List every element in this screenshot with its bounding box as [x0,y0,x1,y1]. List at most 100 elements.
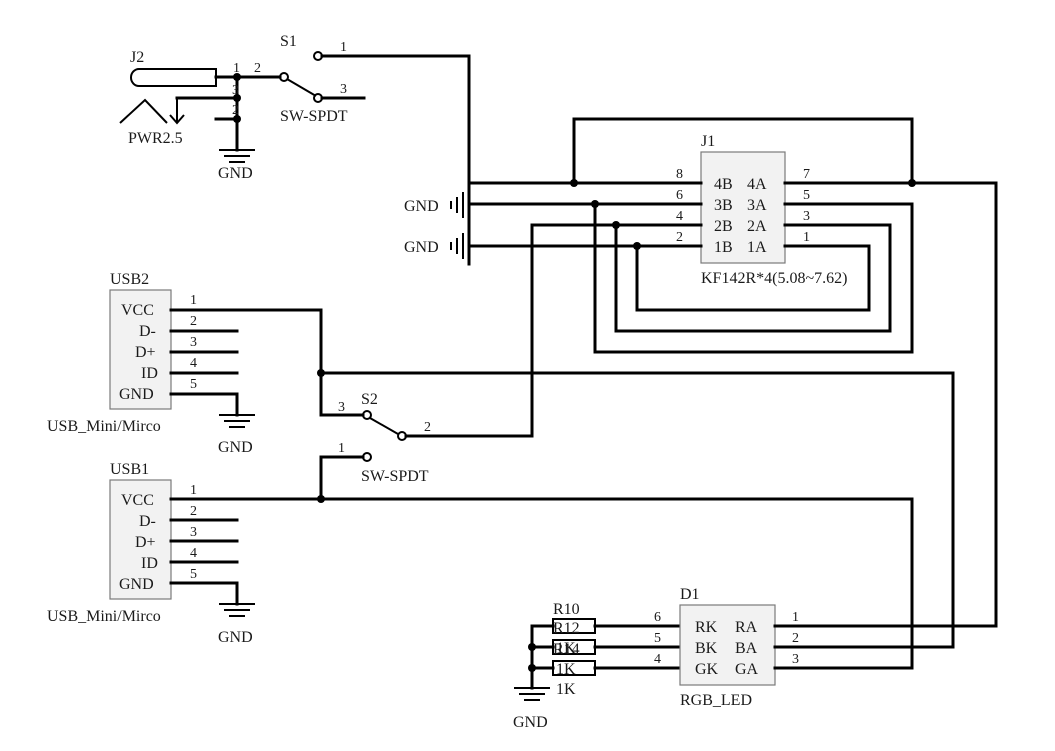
wire-2a-loop [614,223,892,333]
pin-number: 2 [676,230,683,245]
pin-number: 3 [338,400,345,415]
pin-name: 2B [714,218,733,235]
s2-value: SW-SPDT [361,468,429,485]
junction [570,179,578,187]
pin-number: 1 [190,483,197,498]
s1-ref: S1 [280,33,297,50]
pin-number: 6 [654,610,661,625]
junction [233,73,241,81]
junction [317,369,325,377]
wire-d1-anodes [773,624,998,670]
j2-ref: J2 [130,49,144,66]
wire-usb1-vcc [169,497,914,670]
pin-name: D+ [135,344,156,361]
pin-name: 3B [714,197,733,214]
pin-name: 3A [747,197,767,214]
gnd-label: GND [218,165,253,182]
pin-name: 4B [714,176,733,193]
d1-rgb-led: D1 RGB_LED RK BK GK RA BA GA 6 5 4 1 2 3 [654,586,998,709]
usb1-connector: USB1 USB_Mini/Mirco VCC D- D+ ID GND 1 2… [47,461,914,670]
pin-number: 6 [676,188,683,203]
junction [317,495,325,503]
wire-vcc2-to-ba [319,371,955,649]
s1-common-terminal [279,72,289,82]
j2-power-jack: J2 PWR2.5 1 3 2 [119,49,282,152]
resistor-value: 1K [556,640,576,657]
pin-number: 4 [676,209,683,224]
pin-number: 2 [254,61,261,76]
wire-4a [783,181,998,628]
s1-value: SW-SPDT [280,108,348,125]
resistor-ref: R12 [553,620,580,637]
junction [908,179,916,187]
gnd-symbol-j2: GND [218,149,255,182]
wire-resistor-common [530,624,555,690]
pin-name: VCC [121,492,154,509]
pin-number: 4 [654,652,661,667]
pin-name: D+ [135,534,156,551]
wire-top-loop [572,117,914,185]
pin-name: GND [119,576,154,593]
wire-s2-common [404,223,534,438]
pin-number: 1 [190,293,197,308]
s2-lever [369,417,399,435]
pin-number: 2 [424,420,431,435]
d1-value: RGB_LED [680,692,752,709]
pin-number: 3 [340,82,347,97]
pin-number: 5 [190,567,197,582]
junction [528,664,536,672]
s2-ref: S2 [361,391,378,408]
gnd-label: GND [218,629,253,646]
wire-s1-pin1 [320,54,471,266]
gnd-symbol-resistors: GND [513,687,550,731]
pin-name: GA [735,661,759,678]
wire-usb2-data [169,329,239,375]
gnd-symbol-usb1: GND [218,603,255,646]
d1-ref: D1 [680,586,700,603]
s2-switch: S2 SW-SPDT 3 2 1 [319,223,534,501]
usb2-value: USB_Mini/Mirco [47,418,161,435]
pin-number: 4 [190,356,197,371]
wire-usb2-vcc [169,308,365,417]
gnd-symbol-2: GND [404,233,464,259]
usb2-connector: USB2 USB_Mini/Mirco VCC D- D+ ID GND 1 2… [47,271,955,649]
usb2-ref: USB2 [110,271,149,288]
pin-number: 3 [792,652,799,667]
pin-number: 3 [190,335,197,350]
j1-body [700,151,786,264]
pin-name: 1A [747,239,767,256]
j1-connector: J1 KF142R*4(5.08~7.62) 4B 3B 2B 1B 4A 3A… [676,133,847,287]
resistor-ref: R10 [553,601,580,618]
pin-name: BA [735,640,758,657]
pin-number: 1 [803,230,810,245]
pin-number: 3 [232,83,239,98]
resistor-value: 1K [556,681,576,698]
wire-1a-loop [635,244,871,312]
pin-number: 2 [190,504,197,519]
junction [528,643,536,651]
pin-number: 5 [654,631,661,646]
gnd-symbol-usb2: GND [218,414,255,456]
j1-value: KF142R*4(5.08~7.62) [701,270,847,287]
wire-usb1-data [169,518,239,564]
resistor-ref: R14 [553,641,580,658]
usb1-value: USB_Mini/Mirco [47,608,161,625]
gnd-label: GND [218,439,253,456]
pin-number: 5 [190,377,197,392]
pin-number: 1 [233,61,240,76]
pin-name: 1B [714,239,733,256]
pin-number: 1 [792,610,799,625]
pin-name: 2A [747,218,767,235]
pin-number: 2 [232,103,239,118]
j2-value: PWR2.5 [128,130,183,147]
wire-j2-gnd [175,75,239,152]
junction [233,115,241,123]
j1-wiring [467,117,998,628]
s1-lever [286,78,317,97]
pin-number: 5 [803,188,810,203]
pin-number: 1 [340,40,347,55]
junction [233,94,241,102]
gnd-symbol-1: GND [404,192,464,218]
pin-number: 8 [676,167,683,182]
